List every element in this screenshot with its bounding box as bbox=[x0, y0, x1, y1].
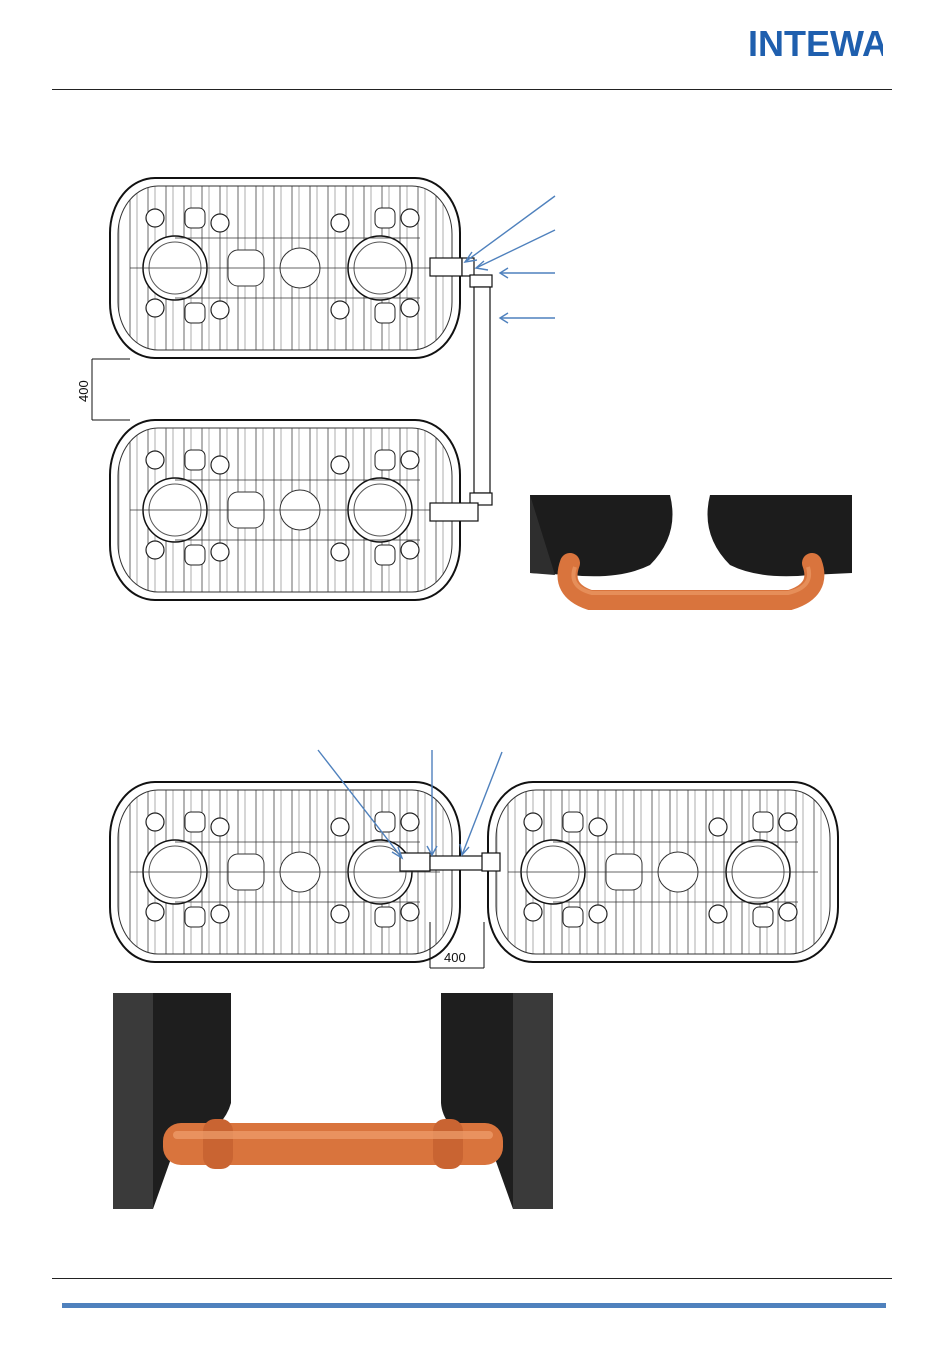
connecting-pipe-horizontal bbox=[400, 853, 500, 871]
footer-rule bbox=[52, 1278, 892, 1279]
photo-pipe-connection-small bbox=[530, 495, 852, 623]
dimension-label-horizontal: 400 bbox=[444, 950, 466, 965]
footer-band bbox=[62, 1303, 886, 1308]
dimension-label-vertical: 400 bbox=[76, 380, 91, 402]
photo-pipe-connection-large bbox=[113, 993, 553, 1209]
tank-top bbox=[110, 178, 460, 358]
tank-right bbox=[488, 782, 838, 962]
dimension-vertical bbox=[92, 359, 130, 420]
tank-bottom bbox=[110, 420, 460, 600]
tank-left bbox=[110, 782, 460, 962]
